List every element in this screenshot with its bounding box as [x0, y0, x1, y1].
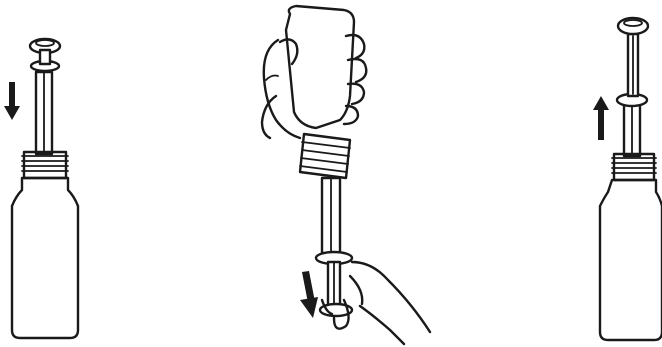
step-3-panel: [593, 18, 662, 340]
down-arrow-icon: [300, 271, 318, 318]
bottle-2-inverted: [286, 6, 354, 178]
bottle-1: [12, 152, 78, 338]
syringe-3: [617, 18, 648, 156]
step-2-panel: [262, 6, 430, 344]
bottle-3: [600, 154, 662, 340]
syringe-2: [316, 178, 352, 316]
down-arrow-icon: [4, 82, 20, 120]
step-1-panel: [4, 39, 78, 338]
syringe-1: [30, 39, 60, 154]
up-arrow-icon: [593, 96, 609, 140]
